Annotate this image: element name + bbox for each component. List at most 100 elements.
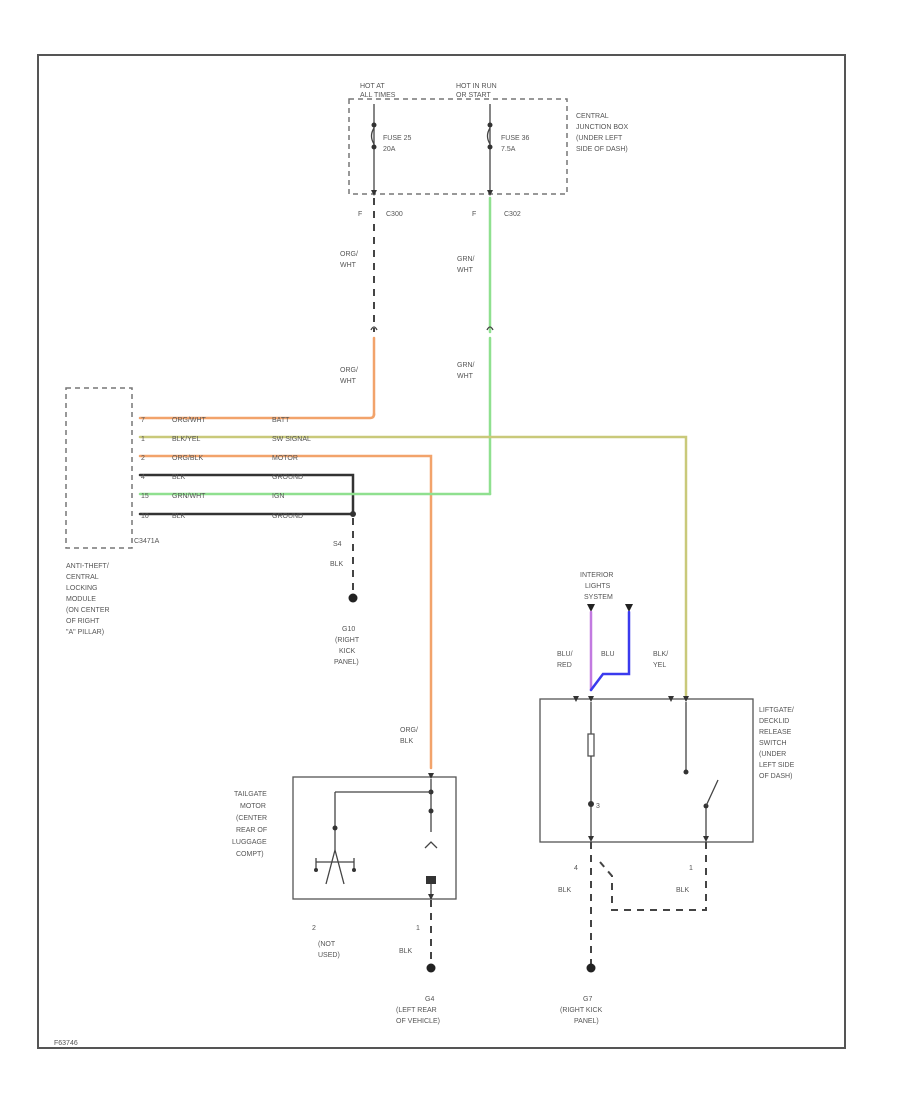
module-label-4: MODULE [66,596,96,603]
wire-blu-red-1: BLU/ [557,651,573,658]
g7-label-3: PANEL) [574,1018,599,1025]
module-pin-row-2: 2 ORG/BLK MOTOR [138,454,433,770]
liftgate-release-switch: 3 LIFTGATE/ DECKLID RELEASE SWITCH (UNDE… [539,696,795,964]
liftgate-wire-left: BLK [558,887,572,894]
module-pin-1-function: SW SIGNAL [272,436,311,443]
feed-label-left-2: ALL TIMES [360,92,396,99]
liftgate-label-4: SWITCH [759,740,787,747]
tailgate-label-5: LUGGAGE [232,839,267,846]
fuse-36-rating: 7.5A [501,146,516,153]
module-label-5: (ON CENTER [66,607,110,614]
module-pin-7-function: BATT [272,417,290,424]
module-pin-row-4: 4 BLK GROUND [138,473,355,516]
junction-box-label-1: CENTRAL [576,113,609,120]
wire-label-upper-right-2: WHT [457,267,474,274]
interior-lights-terminal-a [587,604,595,612]
connector-c302: C302 [504,211,521,218]
junction-box-label-3: (UNDER LEFT [576,135,623,142]
liftgate-label-7: OF DASH) [759,773,792,780]
wire-label-lower-right-2: WHT [457,373,474,380]
connector-c300: C300 [386,211,403,218]
motor-armature [426,876,436,884]
wire-label-lower-left-1: ORG/ [340,367,358,374]
module-pin-2: 2 [141,455,145,462]
wire-label-upper-left-2: WHT [340,262,357,269]
interior-lights-label-1: INTERIOR [580,572,613,579]
wire-org-blk-1: ORG/ [400,727,418,734]
wire-label-lower-right-1: GRN/ [457,362,475,369]
anti-theft-module: C3471A ANTI-THEFT/ CENTRAL LOCKING MODUL… [65,387,688,770]
diagram-frame [37,54,846,1049]
feed-label-left-1: HOT AT [360,83,385,90]
ground-g10-icon [348,593,358,603]
module-pin-15-color: GRN/WHT [172,493,206,500]
switch-contact [705,779,719,807]
module-label-6: OF RIGHT [66,618,100,625]
ground-g7: G7 (RIGHT KICK PANEL) [560,963,603,1025]
module-pin-10-function: GROUND [272,513,303,520]
g10-wire-label: BLK [330,561,344,568]
interior-lights-label-2: LIGHTS [585,583,611,590]
liftgate-label-5: (UNDER [759,751,786,758]
module-pin-2-color: ORG/BLK [172,455,203,462]
module-pin-4-function: GROUND [272,474,303,481]
liftgate-wire-right: BLK [676,887,690,894]
module-pin-15-function: IGN [272,493,284,500]
tailgate-label-4: REAR OF [236,827,267,834]
module-label-1: ANTI-THEFT/ [66,563,109,570]
liftgate-pin-1: 1 [689,865,693,872]
ground-g4: G4 (LEFT REAR OF VEHICLE) [396,963,440,1025]
liftgate-label-3: RELEASE [759,729,792,736]
module-pin-1: 1 [141,436,145,443]
tailgate-pin-2: 2 [312,925,316,932]
fuse-25-label: FUSE 25 [383,135,412,142]
liftgate-pin-4: 4 [574,865,578,872]
wire-blk-yel-1: BLK/ [653,651,668,658]
fuse-25-rating: 20A [383,146,396,153]
wire-label-lower-left-2: WHT [340,378,357,385]
module-pin-7-color: ORG/WHT [172,417,207,424]
interior-lights-system: INTERIOR LIGHTS SYSTEM BLU/ RED BLU BLK/… [557,572,668,692]
module-pin-7: 7 [141,417,145,424]
g4-label-3: OF VEHICLE) [396,1018,440,1025]
wire-label-upper-right-1: GRN/ [457,256,475,263]
module-label-3: LOCKING [66,585,98,592]
g4-label-2: (LEFT REAR [396,1007,437,1014]
junction-box-label-4: SIDE OF DASH) [576,146,628,153]
wire-org-blk-2: BLK [400,738,414,745]
tailgate-label-2: MOTOR [240,803,266,810]
tailgate-label-6: COMPT) [236,851,264,858]
liftgate-label-2: DECKLID [759,718,789,725]
liftgate-inner-pin: 3 [596,803,600,810]
splice-s4-label: S4 [333,541,342,548]
feed-label-right-1: HOT IN RUN [456,83,497,90]
splice-s4 [350,511,356,517]
ground-g10: S4 BLK G10 (RIGHT KICK PANEL) [330,511,360,666]
ground-g4-icon [426,963,436,973]
g4-label-1: G4 [425,996,434,1003]
feed-wires: ORG/ WHT GRN/ WHT ORG/ WHT GRN/ WHT [340,196,494,496]
junction-box-label-2: JUNCTION BOX [576,124,628,131]
g10-label-3: KICK [339,648,356,655]
tailgate-motor: ORG/ BLK TAILGATE MOTOR (CENTER REAR OF … [232,727,457,964]
wire-blk-yel-2: YEL [653,662,666,669]
module-pin-4: 4 [141,474,145,481]
ground-g7-icon [586,963,596,973]
module-label-2: CENTRAL [66,574,99,581]
diagram-code: F63746 [54,1040,78,1047]
module-pin-row-7: 7 ORG/WHT BATT [138,412,376,424]
not-used-1: (NOT [318,941,336,948]
wire-blu-red-2: RED [557,662,572,669]
g7-label-2: (RIGHT KICK [560,1007,603,1014]
module-pin-2-function: MOTOR [272,455,298,462]
liftgate-label-6: LEFT SIDE [759,762,795,769]
module-pin-row-1: 1 BLK/YEL SW SIGNAL [138,435,688,698]
g10-label-1: G10 [342,626,355,633]
module-pin-row-15: 15 GRN/WHT IGN [138,492,492,500]
feed-label-right-2: OR START [456,92,491,99]
module-pin-1-color: BLK/YEL [172,436,201,443]
tailgate-wire-out: BLK [399,948,413,955]
module-pin-10: 10 [141,513,149,520]
g7-label-1: G7 [583,996,592,1003]
fuse-36-label: FUSE 36 [501,135,530,142]
